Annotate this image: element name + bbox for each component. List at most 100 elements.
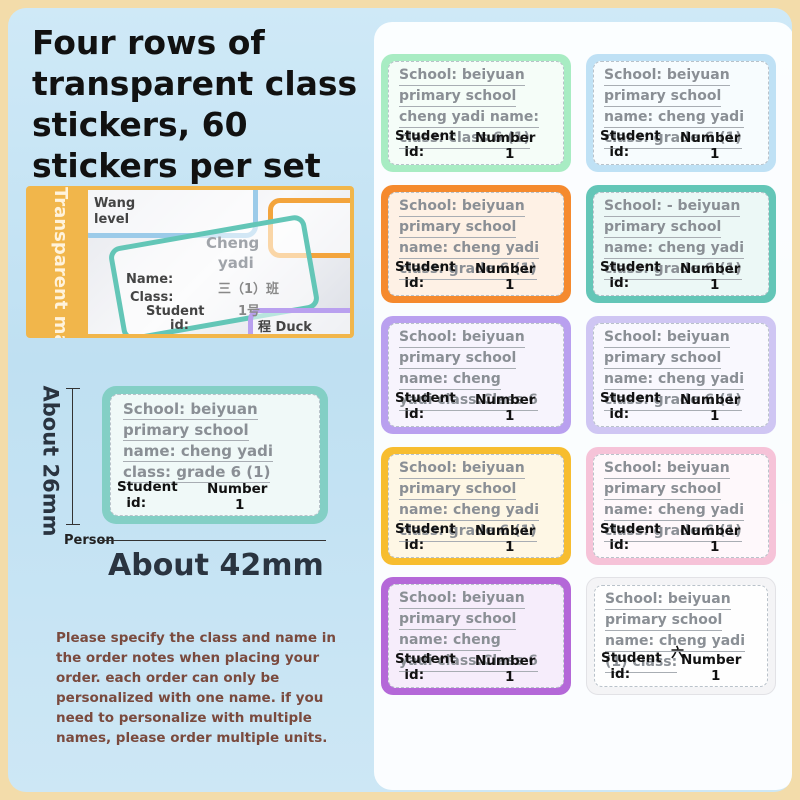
order-note: Please specify the class and name in the…	[56, 630, 336, 746]
sticker-line: School: beiyuan	[399, 458, 525, 479]
photo-text: yadi	[218, 254, 254, 272]
sample-sticker-inner: School: beiyuan primary school name: che…	[110, 394, 320, 516]
photo-text: 三（1）班	[218, 282, 280, 297]
sticker-line: School: beiyuan	[604, 327, 730, 348]
sticker-line: School: beiyuan	[399, 65, 525, 86]
sticker-line: class: grade 6 (1)	[604, 259, 742, 280]
sticker-line: class: grade 6 (1)	[604, 521, 742, 542]
sticker-student-label: Student id:	[600, 521, 661, 553]
sticker-student-label: Student id:	[600, 128, 661, 160]
product-photo: Transparent material Wang level Name: Ch…	[26, 186, 354, 338]
sticker-line: name: cheng yadi	[605, 631, 745, 652]
sticker-line: primary school	[605, 610, 723, 631]
sticker-number-label: Number	[680, 130, 741, 146]
sticker-id-row: Student id: Number 1	[117, 479, 311, 513]
sticker-line: primary school	[399, 609, 517, 630]
sticker-number-value: 1	[235, 497, 245, 513]
sticker-line: yadi class:Class 6	[399, 390, 538, 411]
sticker-line: School: beiyuan	[123, 400, 258, 420]
sticker-line: primary school	[399, 479, 517, 500]
sticker-number-value: 1	[711, 668, 721, 684]
sticker-number-value: 1	[710, 408, 720, 424]
photo-text: Wang	[94, 196, 136, 211]
sticker-line: primary school	[123, 421, 249, 441]
sticker-student-label: Student id:	[395, 390, 456, 422]
dimension-line-vertical	[72, 388, 73, 524]
sticker-number-label: Number	[475, 653, 536, 669]
sticker-line: School: - beiyuan	[604, 196, 741, 217]
sticker-line: class: grade 6 (1)	[604, 390, 742, 411]
sticker-line: School: beiyuan	[604, 65, 730, 86]
sticker-number-label: Number	[475, 130, 536, 146]
photo-text: Student	[146, 304, 205, 319]
photo-text: Name:	[126, 272, 174, 287]
dimension-cap	[66, 524, 80, 525]
sticker-line: class: grade 6 (1)	[399, 521, 537, 542]
sticker-line: name: cheng yadi	[604, 500, 744, 521]
sticker-extra-glyph: 六	[671, 646, 685, 661]
sticker-student-label: Student id:	[395, 521, 456, 553]
photo-side-label-text: Transparent material	[50, 187, 71, 338]
sticker-number-value: 1	[505, 277, 515, 293]
sticker-number-label: Number	[680, 523, 741, 539]
sticker-number-value: 1	[505, 146, 515, 162]
sticker-number-value: 1	[710, 146, 720, 162]
sticker-number-label: Number	[475, 261, 536, 277]
sticker-line: (1) class:	[605, 652, 678, 673]
sticker-line: class: class 6 (1)	[399, 128, 530, 149]
sticker-line: School: beiyuan	[399, 196, 525, 217]
sticker-line: School: beiyuan	[605, 589, 731, 610]
sticker-line: class: grade 6 (1)	[399, 259, 537, 280]
sticker-line: name: cheng	[399, 369, 501, 390]
photo-text: id:	[170, 318, 189, 333]
sticker-line: cheng yadi name:	[399, 107, 539, 128]
sticker-number-label: Number	[680, 392, 741, 408]
sticker-line: name: cheng yadi	[123, 442, 273, 462]
dimension-person-label: Person	[64, 533, 115, 548]
sticker-line: primary school	[399, 217, 517, 238]
photo-text: 程 Duck	[258, 320, 312, 334]
dimension-height-text: About 26mm	[38, 385, 62, 537]
sticker-line: name: cheng yadi	[399, 500, 539, 521]
photo-image: Wang level Name: Cheng yadi Class: 三（1）班…	[88, 190, 350, 334]
sticker-line: class: grade 6 (1)	[123, 463, 271, 483]
sticker-line: primary school	[604, 348, 722, 369]
sticker-line: primary school	[399, 86, 517, 107]
sticker-number-value: 1	[710, 277, 720, 293]
headline: Four rows of transparent class stickers,…	[32, 23, 358, 185]
dimension-line-horizontal	[100, 540, 326, 541]
dimension-height: About 26mm	[32, 376, 68, 546]
sticker-number-value: 1	[710, 539, 720, 555]
dimension-cap	[66, 388, 80, 389]
sticker-student-label: Student id:	[600, 390, 661, 422]
sample-sticker: School: beiyuan primary school name: che…	[102, 386, 328, 524]
sticker-line: name: cheng yadi	[604, 107, 744, 128]
sticker-number-value: 1	[505, 669, 515, 685]
photo-text: Cheng	[206, 234, 260, 252]
sticker-number-value: 1	[505, 408, 515, 424]
sticker-line: School: beiyuan	[399, 588, 525, 609]
